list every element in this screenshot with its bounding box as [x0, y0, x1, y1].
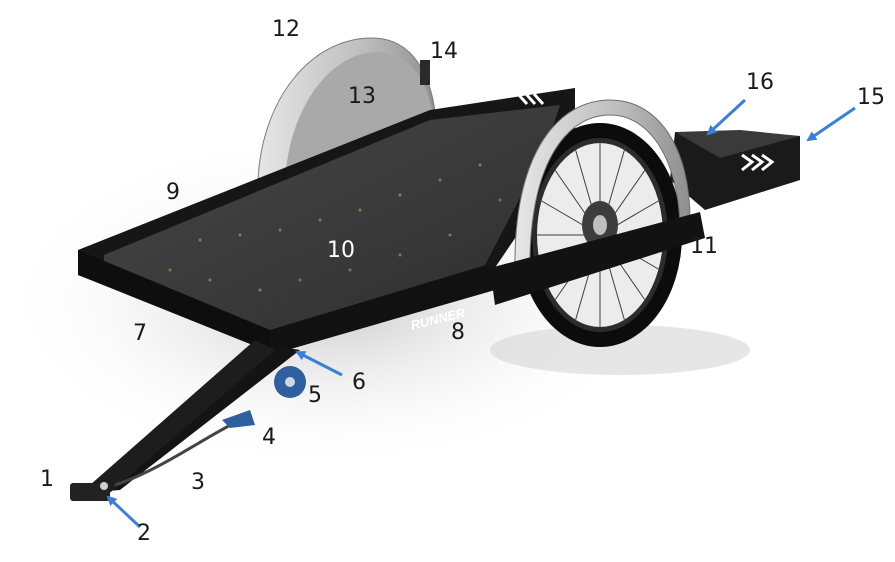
arrow-16 — [706, 98, 747, 136]
callout-5: 5 — [308, 383, 322, 408]
callout-12: 12 — [272, 17, 300, 42]
rear-extension-top — [675, 130, 800, 158]
wheel-arm — [490, 212, 705, 305]
leader-arrows — [106, 98, 856, 529]
fender-bracket — [420, 60, 430, 85]
callout-8: 8 — [451, 320, 465, 345]
deck-bolts — [168, 163, 502, 292]
hitch-coupler — [70, 483, 110, 501]
callout-16: 16 — [746, 70, 774, 95]
callout-11: 11 — [690, 234, 718, 259]
callout-13: 13 — [348, 84, 376, 109]
callout-10: 10 — [327, 238, 355, 263]
callout-6: 6 — [352, 370, 366, 395]
arrow-15 — [806, 106, 856, 142]
callout-15: 15 — [857, 85, 885, 110]
callout-2: 2 — [137, 521, 151, 546]
callout-4: 4 — [262, 425, 276, 450]
callout-7: 7 — [133, 321, 147, 346]
extension-stripes — [741, 153, 775, 172]
hinge-hub — [285, 377, 295, 387]
callout-9: 9 — [166, 180, 180, 205]
latch-lever — [222, 410, 255, 428]
brake-cable — [114, 418, 241, 487]
arrow-6 — [295, 350, 343, 377]
deck-surface — [104, 105, 560, 330]
drawbar-side — [90, 340, 275, 497]
deck-front-edge — [78, 250, 270, 352]
deck-side-rail — [270, 265, 495, 355]
callout-3: 3 — [191, 470, 205, 495]
rear-fender-inner — [285, 52, 434, 182]
callout-1: 1 — [40, 467, 54, 492]
hitch-pin — [100, 482, 108, 490]
arrow-2 — [106, 495, 142, 529]
rear-extension — [670, 132, 800, 210]
wheel-shadow — [490, 325, 750, 375]
rail-stripes — [516, 92, 545, 106]
callout-14: 14 — [430, 39, 458, 64]
